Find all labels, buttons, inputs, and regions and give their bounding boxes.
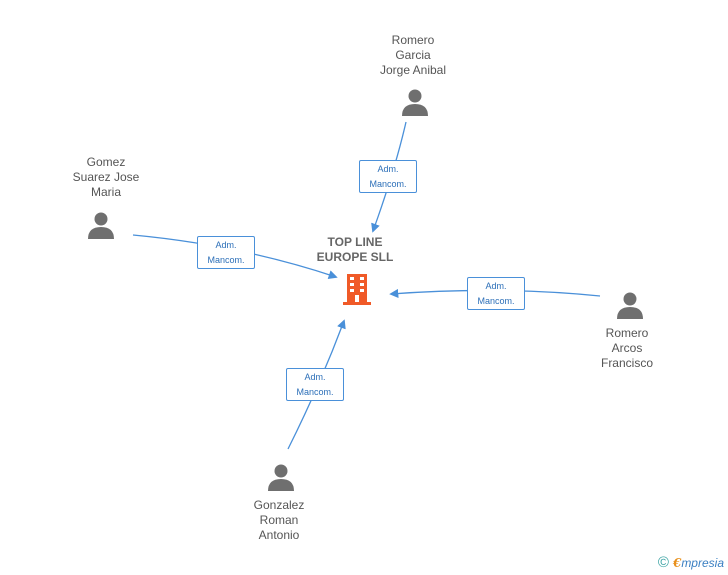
company-name-line: TOP LINE — [327, 235, 383, 249]
person-name-romero-garcia[interactable]: Romero Garcia Jorge Anibal — [353, 33, 473, 78]
name-line: Garcia — [395, 48, 431, 62]
person-name-romero-arcos[interactable]: Romero Arcos Francisco — [567, 326, 687, 371]
brand-logo-text: mpresia — [681, 556, 724, 570]
relation-label-line: Adm. — [215, 240, 237, 250]
relation-label-line: Adm. — [304, 372, 326, 382]
watermark: ©€mpresia — [658, 554, 724, 571]
person-icon[interactable] — [615, 291, 645, 319]
name-line: Roman — [259, 513, 299, 527]
person-name-gomez-suarez[interactable]: Gomez Suarez Jose Maria — [46, 155, 166, 200]
brand-logo-initial: € — [672, 556, 682, 570]
relation-label-line: Adm. — [377, 164, 399, 174]
relation-label-romero-garcia[interactable]: Adm. Mancom. — [359, 160, 417, 193]
company-name[interactable]: TOP LINE EUROPE SLL — [295, 235, 415, 265]
relation-label-gomez-suarez[interactable]: Adm. Mancom. — [197, 236, 255, 269]
person-icon[interactable] — [266, 463, 296, 491]
name-line: Romero — [605, 326, 649, 340]
relation-label-line: Mancom. — [207, 255, 245, 265]
name-line: Francisco — [600, 356, 653, 370]
relation-label-line: Mancom. — [369, 179, 407, 189]
company-name-line: EUROPE SLL — [316, 250, 394, 264]
relation-label-line: Adm. — [485, 281, 507, 291]
name-line: Antonio — [258, 528, 300, 542]
name-line: Arcos — [611, 341, 643, 355]
building-icon[interactable] — [341, 272, 373, 306]
relation-label-romero-arcos[interactable]: Adm. Mancom. — [467, 277, 525, 310]
person-icon[interactable] — [400, 88, 430, 116]
name-line: Romero — [391, 33, 435, 47]
name-line: Maria — [90, 185, 121, 199]
copyright-icon: © — [657, 554, 669, 571]
relation-label-gonzalez-roman[interactable]: Adm. Mancom. — [286, 368, 344, 401]
person-icon[interactable] — [86, 211, 116, 239]
person-name-gonzalez-roman[interactable]: Gonzalez Roman Antonio — [219, 498, 339, 543]
name-line: Suarez Jose — [72, 170, 140, 184]
relation-label-line: Mancom. — [296, 387, 334, 397]
relation-label-line: Mancom. — [477, 296, 515, 306]
name-line: Gomez — [86, 155, 126, 169]
name-line: Jorge Anibal — [379, 63, 447, 77]
name-line: Gonzalez — [253, 498, 305, 512]
